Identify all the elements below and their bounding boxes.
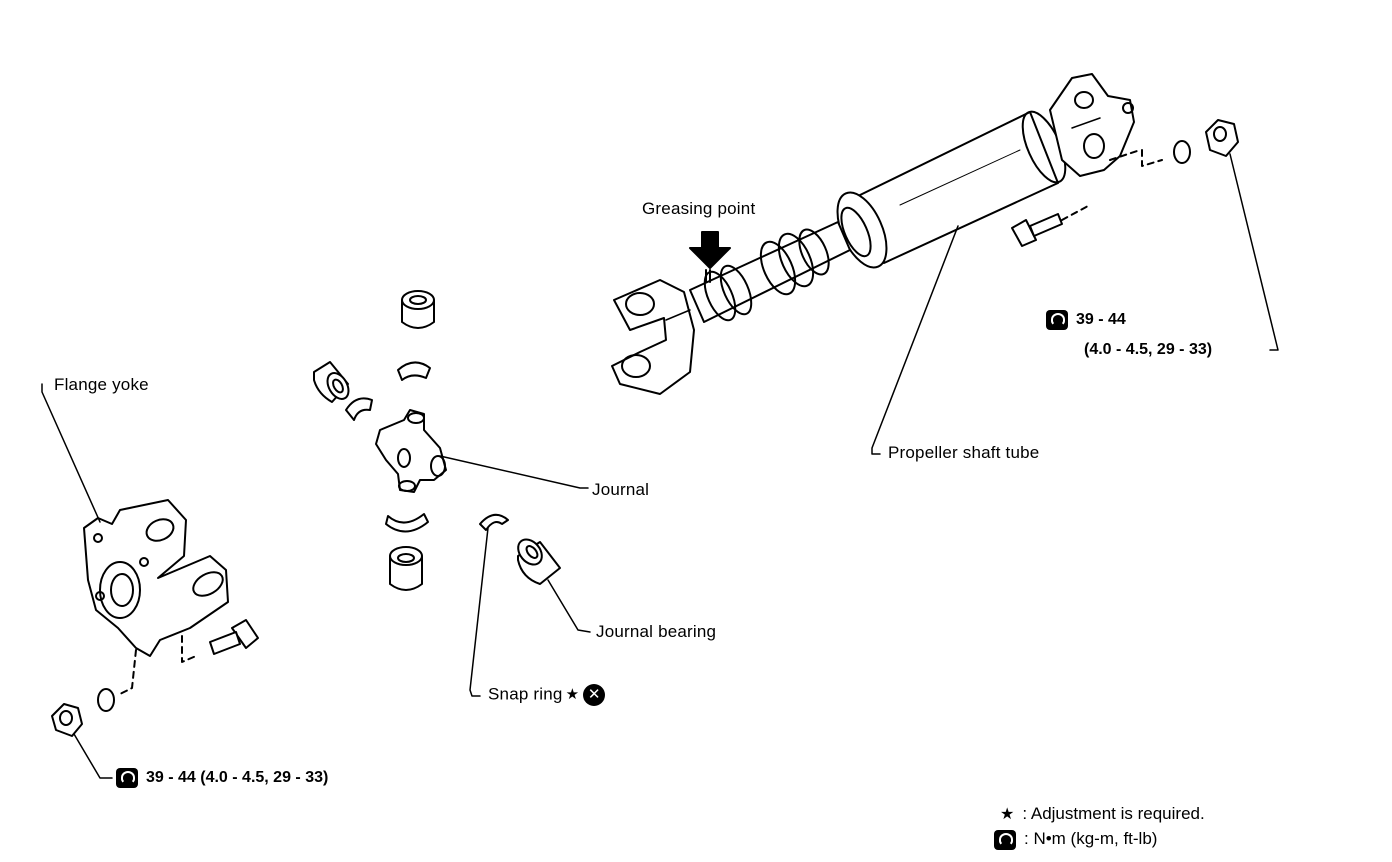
torque-spec-rear: 39 - 44 <box>1046 310 1126 330</box>
rear-nut <box>1205 119 1239 157</box>
label-journal-bearing: Journal bearing <box>596 622 717 641</box>
torque-spec-rear-value: 39 - 44 <box>1076 311 1126 329</box>
rear-bolt <box>1011 205 1089 247</box>
front-dashed-leader <box>119 635 197 695</box>
leader-journal-bearing <box>547 579 591 633</box>
leader-journal <box>439 455 589 489</box>
snap-ring-bottom <box>385 513 429 533</box>
torque-spec-front-value: 39 - 44 (4.0 - 4.5, 29 - 33) <box>146 769 329 787</box>
leader-flange-yoke <box>41 383 101 523</box>
leader-torque-left <box>73 733 113 779</box>
front-bolt <box>209 619 259 655</box>
legend-units-text: : N•m (kg-m, ft-lb) <box>1024 829 1158 848</box>
leader-snap-ring <box>469 527 489 697</box>
greasing-point-arrow <box>689 231 731 269</box>
journal-bearing-right <box>517 538 561 585</box>
snap-ring-text: Snap ring <box>488 684 563 704</box>
rear-dashed-leader <box>1109 149 1163 167</box>
torque-spec-rear-line2: (4.0 - 4.5, 29 - 33) <box>1084 341 1213 358</box>
leader-torque-right <box>1229 153 1279 351</box>
star-icon: ★ <box>1000 806 1015 823</box>
legend-adjustment-text: : Adjustment is required. <box>1022 804 1205 823</box>
journal-bearing-bottom <box>389 546 423 591</box>
journal-bearing-left <box>313 361 350 403</box>
label-flange-yoke: Flange yoke <box>54 375 149 394</box>
front-nut <box>51 703 83 737</box>
legend-adjustment: ★ : Adjustment is required. <box>1000 803 1205 826</box>
journal-bearing-top <box>401 290 435 329</box>
legend-units: : N•m (kg-m, ft-lb) <box>994 828 1157 850</box>
torque-wrench-icon <box>1046 310 1068 330</box>
snap-ring-top <box>397 361 431 381</box>
front-washer <box>97 688 115 712</box>
rear-flange-yoke <box>1049 73 1135 177</box>
journal <box>375 409 447 493</box>
label-propeller-shaft-tube: Propeller shaft tube <box>888 443 1040 462</box>
leader-propeller-shaft <box>871 225 959 455</box>
label-greasing-point: Greasing point <box>642 199 756 218</box>
rear-washer <box>1173 140 1191 164</box>
propeller-shaft-tube <box>836 110 1067 269</box>
snap-ring-left <box>345 397 373 421</box>
label-snap-ring: Snap ring★✕ <box>488 684 606 706</box>
label-journal: Journal <box>592 480 650 499</box>
torque-wrench-icon <box>994 829 1016 850</box>
front-sleeve-yoke <box>611 221 851 395</box>
star-icon: ★ <box>565 686 580 704</box>
torque-spec-front: 39 - 44 (4.0 - 4.5, 29 - 33) <box>116 768 328 788</box>
snap-ring-right <box>479 513 509 531</box>
torque-wrench-icon <box>116 768 138 788</box>
x-circle-icon: ✕ <box>583 684 606 706</box>
flange-yoke <box>83 499 229 657</box>
